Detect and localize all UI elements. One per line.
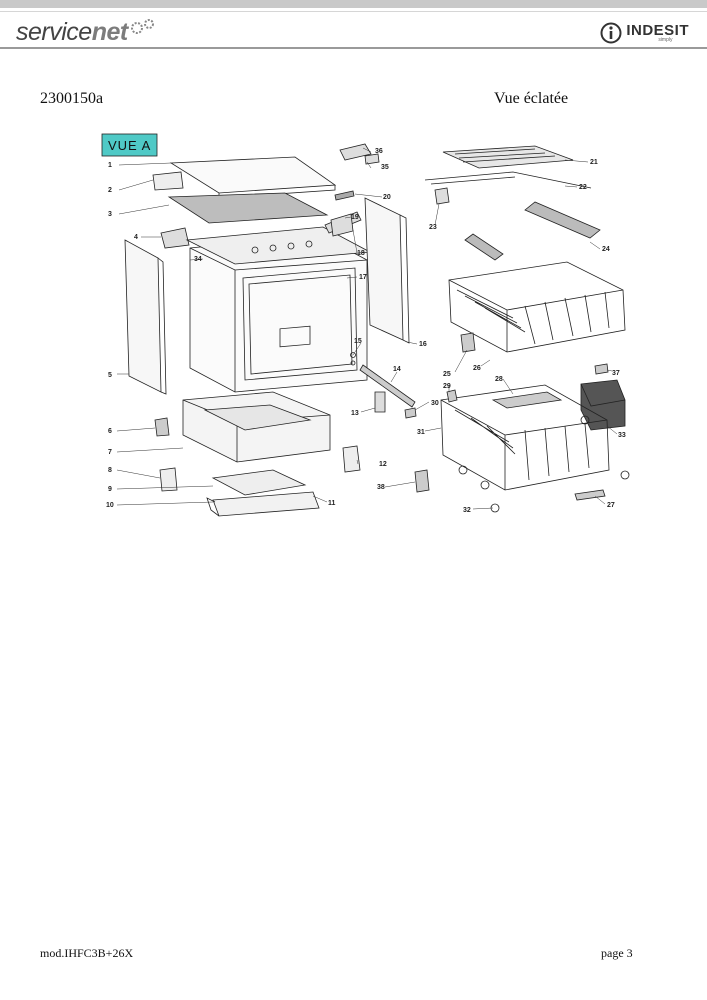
part-label: 13 (351, 410, 359, 417)
part-label: 8 (108, 467, 112, 474)
part-label: 11 (328, 500, 336, 507)
part-label: 26 (473, 365, 481, 372)
part-label: 20 (383, 194, 391, 201)
part-label: 27 (607, 502, 615, 509)
view-label: VUE A (108, 138, 151, 153)
part-label: 37 (612, 370, 620, 377)
footer-model: mod.IHFC3B+26X (40, 946, 134, 960)
part-label: 15 (354, 338, 362, 345)
part-label: 31 (417, 429, 425, 436)
part-label: 38 (377, 484, 385, 491)
part-label: 19 (351, 214, 359, 221)
part-label: 32 (463, 507, 471, 514)
part-label: 24 (602, 246, 610, 253)
view-badge (101, 133, 158, 157)
header-top-bar (0, 0, 707, 8)
document-code: 2300150a (40, 90, 104, 107)
part-label: 5 (108, 372, 112, 379)
servicenet-logo: servicenet (16, 18, 159, 47)
part-label: 10 (106, 502, 114, 509)
part-label: 6 (108, 428, 112, 435)
part-label: 9 (108, 486, 112, 493)
part-label: 21 (590, 159, 598, 166)
part-label: 30 (431, 400, 439, 407)
logo-net-text: net (91, 18, 129, 46)
part-label: 16 (419, 341, 427, 348)
header-rule (0, 47, 707, 49)
part-label: 3 (108, 211, 112, 218)
indesit-logo: INDESIT simply (600, 22, 689, 44)
indesit-tagline: simply (658, 37, 673, 43)
part-label: 1 (108, 162, 112, 169)
exploded-view-diagram: VUE A 1 2 3 4 5 6 7 8 9 10 11 12 13 14 1… (101, 133, 630, 517)
part-label: 34 (194, 256, 202, 263)
part-label: 2 (108, 187, 112, 194)
indesit-mark-icon (600, 22, 622, 44)
gears-icon (130, 19, 154, 34)
part-label: 35 (381, 164, 389, 171)
part-label: 4 (134, 234, 138, 241)
part-label: 17 (359, 274, 367, 281)
part-label: 18 (357, 250, 365, 257)
part-label: 36 (375, 148, 383, 155)
part-label: 29 (443, 383, 451, 390)
part-label: 23 (429, 224, 437, 231)
document-title: Vue éclatée (494, 90, 569, 107)
part-label: 22 (579, 184, 587, 191)
part-label: 28 (495, 376, 503, 383)
part-label: 7 (108, 449, 112, 456)
header-top-line (0, 11, 707, 12)
part-label: 25 (443, 371, 451, 378)
indesit-brand: INDESIT (626, 22, 689, 39)
logo-service-text: service (16, 18, 92, 46)
part-label: 14 (393, 366, 401, 373)
part-label: 12 (379, 461, 387, 468)
footer-page-number: page 3 (601, 946, 633, 960)
part-label: 33 (618, 432, 626, 439)
